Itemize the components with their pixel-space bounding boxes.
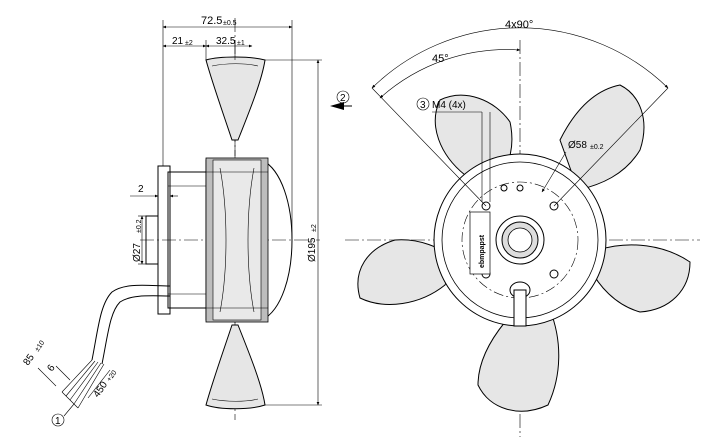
angle-ref-line-right [553,87,669,207]
blade-bottom [477,309,560,412]
blade-offset-value: 32.5 [216,36,236,47]
callout-leads-leader [63,403,75,417]
callout-thread-number: 3 [420,100,426,111]
side-view: 72.5 ±0.5 21 ±2 32.5 ±1 2 Ø27 ±0.2 Ø195 … [21,15,322,427]
bolt-circle-tol: ±0.2 [590,144,604,151]
cable-outer [91,284,171,361]
rotor-outline [205,159,293,321]
fan-diameter-value: Ø195 [307,237,318,262]
fan-diameter-tol: ±2 [311,224,318,232]
callout-leads-number: 1 [55,416,61,427]
angle-total-value: 4x90° [505,19,533,31]
bearing-bore [507,227,533,253]
bolt-hole-br [549,269,559,279]
callout-thread-circle [416,97,430,111]
airflow-arrow-icon [330,102,344,110]
blade-ring-inner [212,159,262,321]
ring-curve-2 [247,167,255,313]
dim-lead-end [55,365,71,381]
lead-length-tol: +20 [106,369,119,383]
blade-right [589,244,691,313]
lower-blade-profile [205,324,266,410]
bolt-hole-tr [549,201,559,211]
blade-offset-tol: ±1 [237,40,245,47]
angle-ref-line-left [371,87,487,207]
hub-diameter-tol: ±0.2 [136,219,143,233]
label-plate-text: ebmpapst [479,234,486,268]
cable-exit [513,289,527,327]
hub-diameter-value: Ø27 [132,243,143,262]
aux-hole [500,184,508,192]
front-view: ebmpapst 4x90° 45° 2 3 M4 (4x) Ø58 ±0.2 [330,19,700,437]
bolt-hole-tl [481,201,491,211]
shaft-hub [145,215,159,265]
hub-offset-value: 21 [172,36,184,47]
cable-leads [61,359,105,409]
hub-offset-tol: ±2 [185,40,193,47]
lead-strip-tol: ±10 [34,340,46,354]
dim-lead-length [87,369,111,399]
blade-top-right [559,84,645,191]
cable-inner [101,295,171,365]
thread-label: M4 (4x) [432,100,466,111]
upper-blade-inner [211,63,259,67]
bolt-circle-leader [541,151,567,193]
dim-lead-strip [37,367,57,387]
bolt-circle-value: Ø58 [568,140,587,151]
callout-airflow-number: 2 [340,93,346,104]
flange-value: 2 [138,184,144,195]
blade-left [357,239,456,305]
dim-angle-half [379,48,521,99]
lead-length-value: 450 [91,379,110,399]
lead-strip-value: 85 [21,352,37,368]
callout-leads-circle [51,413,65,427]
overall-length-value: 72.5 [201,15,222,27]
lower-blade-inner [211,398,259,402]
upper-blade-profile [205,56,266,141]
lead-end-value: 6 [45,362,57,373]
ground-hole [516,184,524,192]
angle-half-value: 45° [432,53,449,65]
ring-curve-1 [219,167,227,313]
label-plate [469,211,491,275]
overall-length-tol: ±0.5 [223,20,237,27]
